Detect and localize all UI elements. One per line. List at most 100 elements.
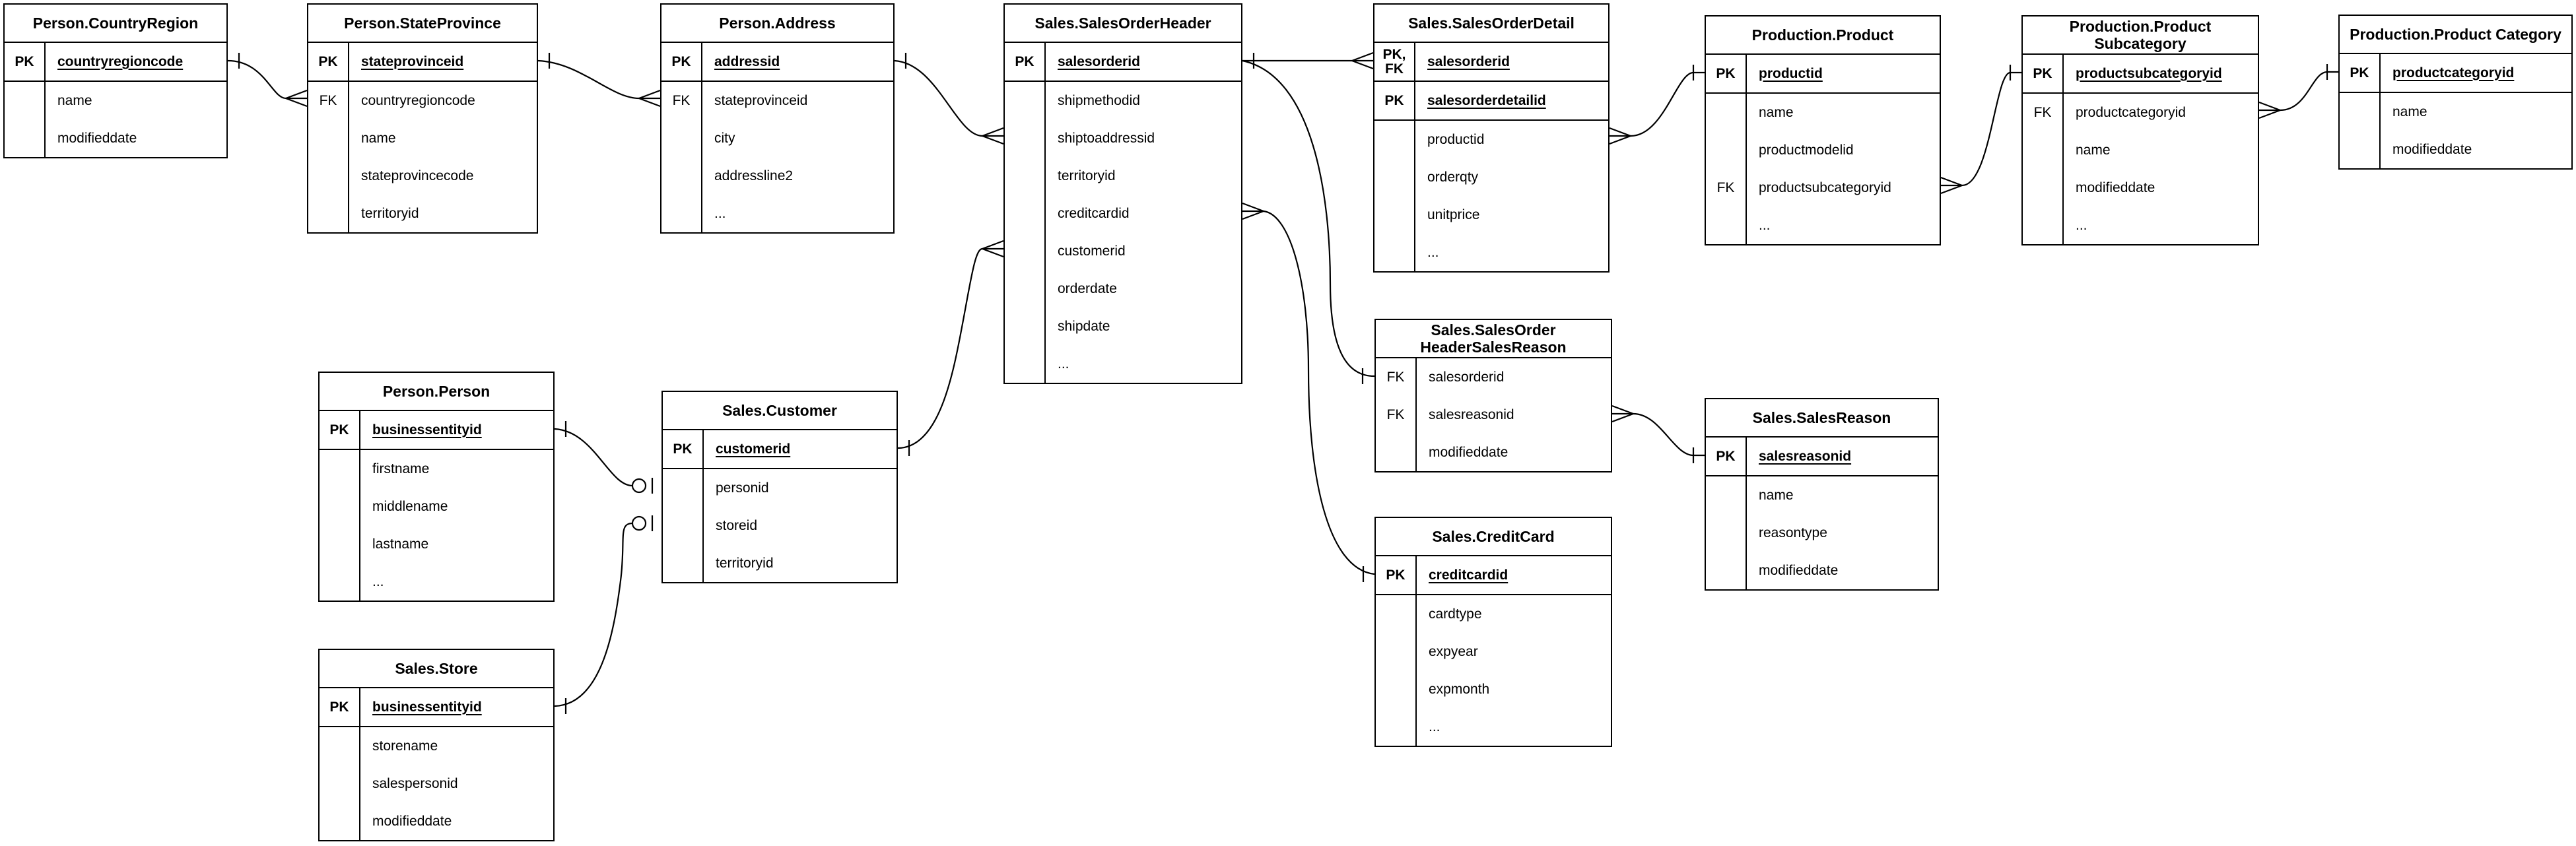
- table-sales-salesorderdetail: Sales.SalesOrderDetail PK, FK salesorder…: [1373, 3, 1610, 273]
- connector-product-productsubcategory: [1940, 65, 2021, 195]
- field-name: reasontype: [1759, 525, 1827, 540]
- field-name: lastname: [372, 536, 429, 552]
- key-label: PK: [308, 43, 349, 81]
- key-label: [663, 469, 704, 507]
- table-row: PK businessentityid: [320, 688, 553, 727]
- field-name: productcategoryid: [2076, 104, 2186, 120]
- field-name: name: [1759, 104, 1794, 120]
- field-name: unitprice: [1427, 207, 1480, 222]
- table-row: ...: [320, 563, 553, 601]
- table-row: modifieddate: [320, 802, 553, 840]
- field-name: expmonth: [1429, 681, 1490, 697]
- key-label: [320, 802, 360, 840]
- field-name: ...: [372, 573, 384, 589]
- field-name: customerid: [716, 441, 791, 457]
- table-sales-creditcard: Sales.CreditCard PK creditcardid cardtyp…: [1374, 517, 1612, 747]
- table-title: Person.StateProvince: [308, 5, 537, 43]
- key-label: PK: [1706, 55, 1747, 92]
- key-label: PK: [663, 430, 704, 468]
- table-row: expyear: [1376, 633, 1611, 670]
- field-name: firstname: [372, 461, 430, 476]
- key-label: [320, 563, 360, 601]
- table-row: PK productsubcategoryid: [2023, 55, 2258, 94]
- table-row: FK salesorderid: [1376, 358, 1611, 396]
- key-label: [5, 119, 46, 157]
- table-row: expmonth: [1376, 670, 1611, 708]
- table-row: FK productcategoryid: [2023, 94, 2258, 131]
- key-label: [661, 157, 702, 195]
- table-row: storename: [320, 727, 553, 765]
- table-row: storeid: [663, 507, 897, 544]
- table-row: PK salesorderid: [1005, 43, 1241, 82]
- table-row: FK salesreasonid: [1376, 396, 1611, 434]
- field-name: creditcardid: [1058, 205, 1130, 221]
- table-row: PK salesreasonid: [1706, 438, 1938, 476]
- field-name: modifieddate: [1759, 562, 1839, 578]
- field-name: productid: [1759, 65, 1823, 81]
- table-row: territoryid: [308, 195, 537, 232]
- field-name: productcategoryid: [2392, 65, 2515, 81]
- table-row: productmodelid: [1706, 131, 1940, 169]
- field-name: modifieddate: [2076, 179, 2155, 195]
- key-label: [1005, 157, 1046, 195]
- connector-productsubcategory-productcategory: [2258, 64, 2338, 119]
- table-row: modifieddate: [1376, 434, 1611, 471]
- key-label: [2340, 131, 2381, 168]
- field-name: ...: [2076, 217, 2087, 233]
- table-person-person: Person.Person PK businessentityid firstn…: [318, 372, 555, 602]
- field-name: stateprovincecode: [361, 168, 474, 183]
- field-name: salesreasonid: [1759, 448, 1852, 464]
- table-row: PK customerid: [663, 430, 897, 469]
- field-name: name: [1759, 487, 1794, 503]
- table-row: city: [661, 119, 893, 157]
- table-row: name: [1706, 94, 1940, 131]
- key-label: [2023, 169, 2064, 207]
- key-label: PK: [661, 43, 702, 81]
- key-label: PK: [1376, 556, 1417, 594]
- table-title: Person.Address: [661, 5, 893, 43]
- key-label: [1706, 514, 1747, 552]
- table-title: Production.Product Subcategory: [2023, 16, 2258, 55]
- key-label: [1376, 434, 1417, 471]
- table-sales-salesorderheadersalesreason: Sales.SalesOrder HeaderSalesReason FK sa…: [1374, 319, 1612, 472]
- key-label: [320, 525, 360, 563]
- key-label: PK: [5, 43, 46, 81]
- table-row: FK countryregioncode: [308, 82, 537, 119]
- key-label: [1005, 345, 1046, 383]
- field-name: name: [2076, 142, 2111, 158]
- field-name: orderdate: [1058, 280, 1117, 296]
- table-row: ...: [661, 195, 893, 232]
- table-sales-customer: Sales.Customer PK customerid personid st…: [661, 391, 898, 583]
- table-row: name: [5, 82, 226, 119]
- key-label: [1005, 82, 1046, 119]
- key-label: FK: [308, 82, 349, 119]
- field-name: customerid: [1058, 243, 1126, 259]
- table-row: PK stateprovinceid: [308, 43, 537, 82]
- table-row: addressline2: [661, 157, 893, 195]
- field-name: ...: [1759, 217, 1771, 233]
- field-name: shiptoaddressid: [1058, 130, 1155, 146]
- table-title: Sales.Customer: [663, 392, 897, 430]
- field-name: businessentityid: [372, 422, 482, 438]
- table-row: unitprice: [1374, 196, 1608, 234]
- connector-creditcard-salesorderheader: [1242, 202, 1375, 582]
- table-row: name: [1706, 476, 1938, 514]
- field-name: middlename: [372, 498, 448, 514]
- key-label: [2023, 131, 2064, 169]
- table-row: ...: [1005, 345, 1241, 383]
- table-row: firstname: [320, 450, 553, 488]
- table-row: ...: [1706, 207, 1940, 244]
- key-label: [2023, 207, 2064, 244]
- table-row: ...: [2023, 207, 2258, 244]
- table-row: productid: [1374, 121, 1608, 158]
- table-row: territoryid: [663, 544, 897, 582]
- table-row: lastname: [320, 525, 553, 563]
- key-label: [320, 450, 360, 488]
- table-row: modifieddate: [5, 119, 226, 157]
- key-label: PK: [320, 411, 360, 449]
- key-label: [308, 119, 349, 157]
- key-label: [1005, 119, 1046, 157]
- field-name: ...: [714, 205, 726, 221]
- table-row: shipmethodid: [1005, 82, 1241, 119]
- table-sales-store: Sales.Store PK businessentityid storenam…: [318, 649, 555, 841]
